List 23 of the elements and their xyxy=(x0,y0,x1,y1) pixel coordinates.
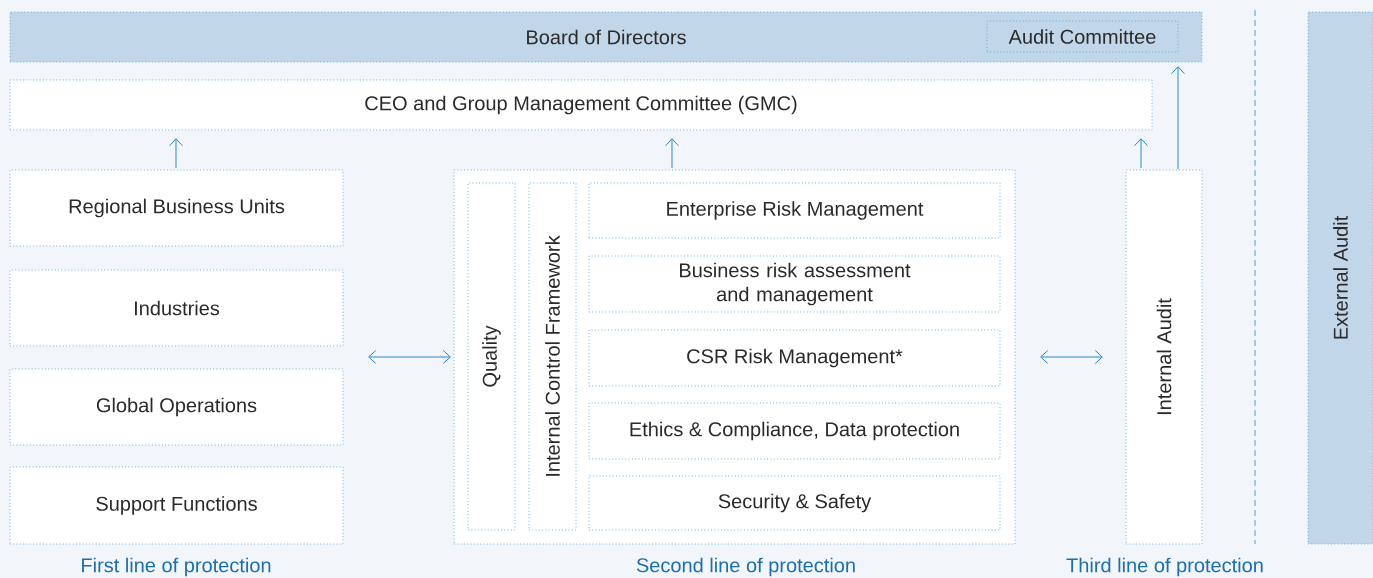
process-box: Internal Control Framework xyxy=(528,182,577,531)
process-box: Internal Audit xyxy=(1125,169,1203,545)
arrow xyxy=(665,138,679,169)
process-box: Industries xyxy=(9,269,344,347)
arrow xyxy=(1134,138,1148,169)
process-box: Audit Committee xyxy=(986,20,1179,53)
process-box: Ethics & Compliance, Data protection xyxy=(588,402,1001,460)
process-box: Regional Business Units xyxy=(9,169,344,247)
arrow xyxy=(169,138,183,169)
arrow xyxy=(1171,66,1185,170)
process-box: Quality xyxy=(467,182,516,531)
arrow xyxy=(1040,350,1103,364)
process-box: CEO and Group Management Committee (GMC) xyxy=(9,79,1153,131)
process-box: CSR Risk Management* xyxy=(588,329,1001,387)
section-label: Second line of protection xyxy=(636,557,855,577)
process-box: Business risk assessment and management xyxy=(588,255,1001,313)
process-box: Security & Safety xyxy=(588,475,1001,531)
process-box: Global Operations xyxy=(9,368,344,446)
process-box: Enterprise Risk Management xyxy=(588,182,1001,239)
section-label: Third line of protection xyxy=(1066,557,1263,577)
arrow xyxy=(368,350,451,364)
side-band: External Audit xyxy=(1307,11,1373,545)
process-box: Support Functions xyxy=(9,466,344,545)
